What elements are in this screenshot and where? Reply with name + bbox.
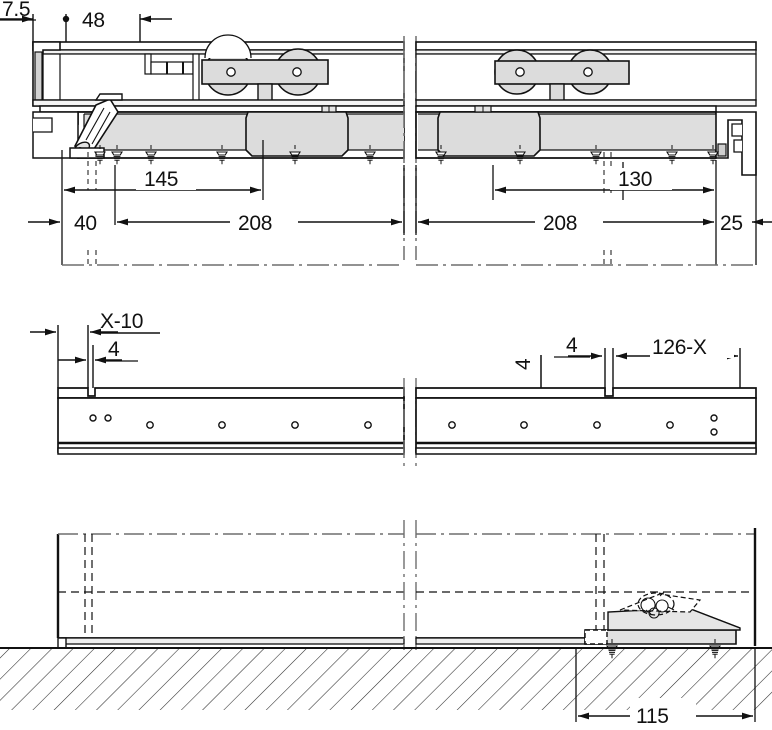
- dim-label-7-5: 7.5: [2, 0, 30, 21]
- top-section-view: 7.5 48: [0, 0, 772, 266]
- elevation-panel-left: [56, 533, 405, 649]
- dim-label-130: 130: [618, 168, 652, 191]
- break-line-top: [403, 36, 417, 260]
- dim-label-4-vertical: 4: [512, 358, 535, 370]
- dim-label-40: 40: [74, 212, 97, 235]
- elevation-view: 115: [0, 520, 772, 730]
- dim-145: 145 145: [64, 167, 261, 194]
- dim-label-4-left: 4: [108, 338, 120, 361]
- rail-body-right: [415, 387, 757, 455]
- dim-40: 40: [28, 212, 97, 235]
- rail-hole-row-left: [89, 414, 372, 429]
- dim-label-126-X: 126-X: [652, 336, 707, 359]
- break-line-elevation: [403, 520, 417, 650]
- dim-label-48: 48: [82, 9, 105, 32]
- dim-label-145-fg: 145: [144, 168, 178, 191]
- top-view-left-half: [32, 34, 405, 190]
- dim-115: 115: [575, 648, 756, 728]
- rail-profile-view: X-10 4 4 126-X 4: [30, 310, 757, 466]
- rail-body-left: [57, 387, 405, 455]
- roller-carriage-right: [494, 49, 630, 114]
- dim-label-x-10: X-10: [100, 310, 143, 333]
- dim-label-208-left: 208: [238, 212, 272, 235]
- dim-label-4-right: 4: [566, 334, 578, 357]
- floor-guide-assembly: [584, 591, 741, 661]
- right-jamb-profile: [715, 111, 757, 176]
- door-panel-right: [415, 105, 717, 159]
- dim-130: 130: [495, 168, 714, 194]
- dim-label-25: 25: [720, 212, 743, 235]
- elevation-panel-right: [415, 528, 757, 661]
- dim-208-left: 208: [117, 202, 402, 235]
- break-line-rail: [403, 378, 417, 466]
- rail-hole-row-right: [448, 414, 718, 436]
- dim-25: 25: [720, 212, 772, 235]
- datum-dot: [62, 15, 70, 23]
- dim-label-115: 115: [636, 705, 669, 728]
- top-view-right-half: [415, 41, 757, 196]
- dim-label-208-right: 208: [543, 212, 577, 235]
- dim-208-right: 208: [418, 202, 714, 235]
- top-dim-chain: 145 145 130 40 208: [28, 140, 772, 266]
- rail-left-dims: X-10 4: [30, 310, 160, 388]
- rail-right-dims: 4 126-X 4: [512, 334, 741, 440]
- roller-carriage-left: [201, 34, 329, 114]
